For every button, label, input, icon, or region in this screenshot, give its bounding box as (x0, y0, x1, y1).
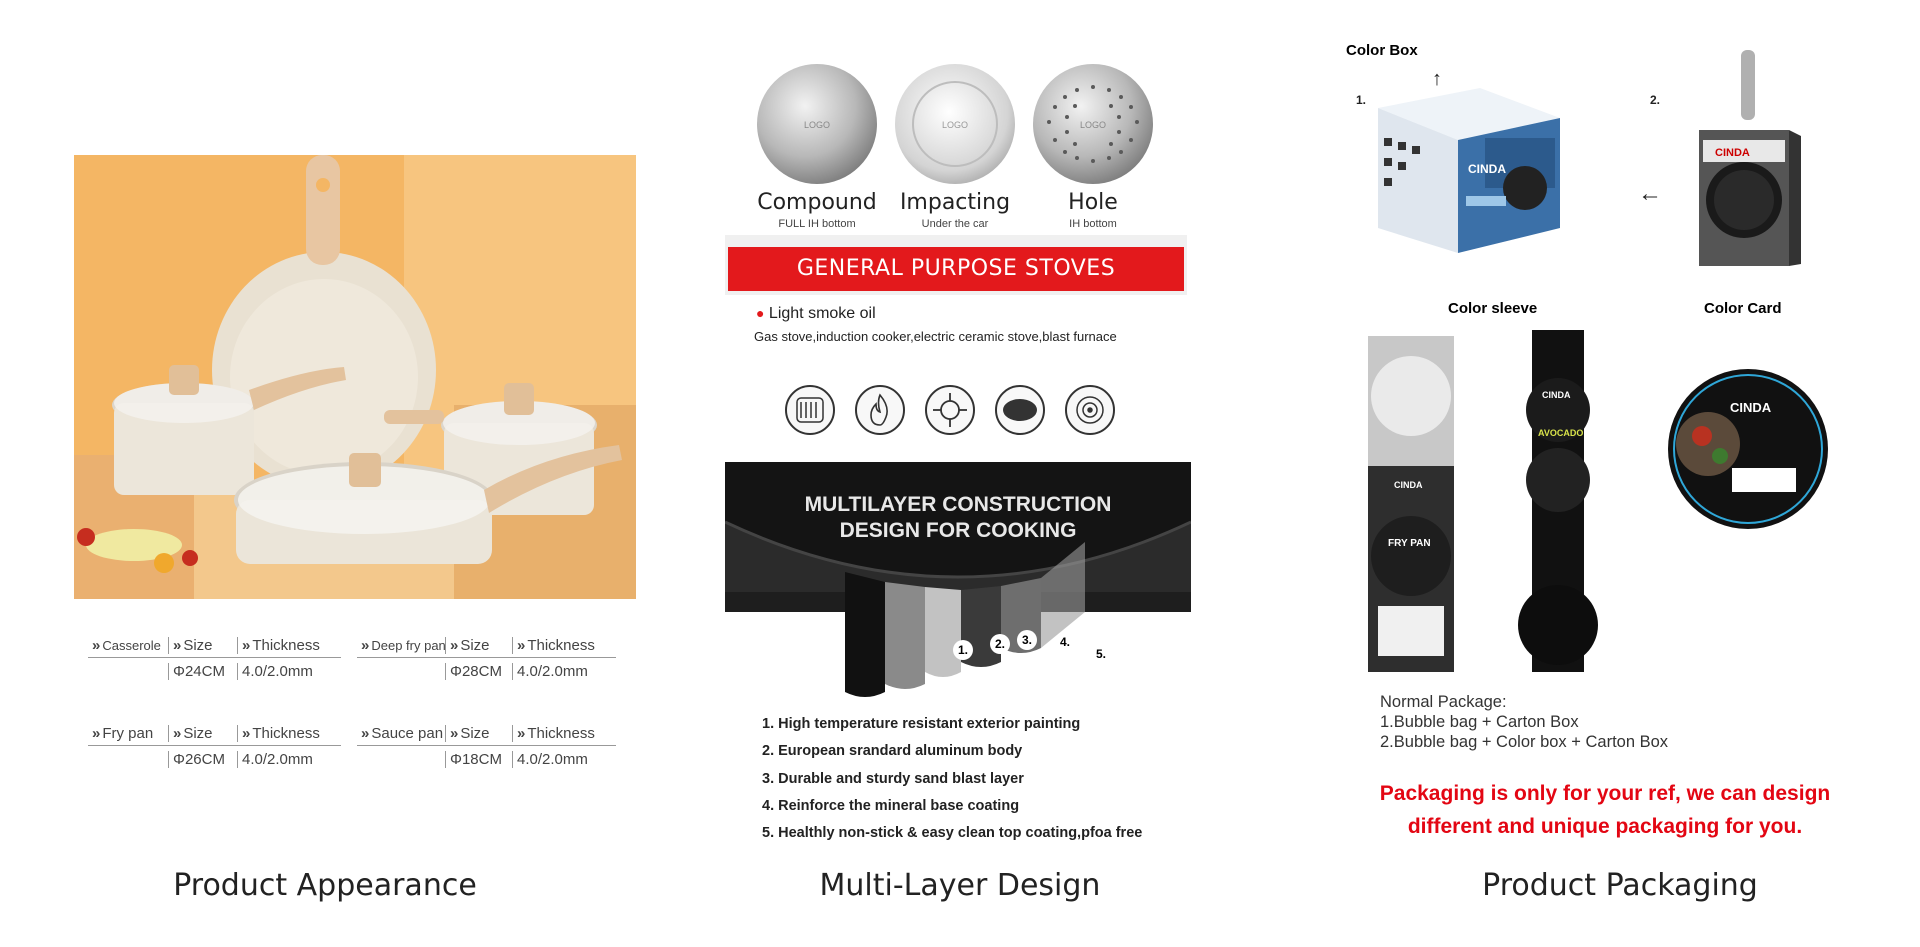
spec-deep-fry-pan: »Deep fry pan »Size »Thickness Φ28CM 4.0… (357, 630, 616, 684)
spec-thickness-label: Thickness (252, 637, 320, 654)
spec-thickness-value: 4.0/2.0mm (237, 662, 341, 680)
color-card-image: CINDA (1668, 369, 1828, 529)
construction-title-line-1: MULTILAYER CONSTRUCTION (804, 493, 1112, 516)
feature-item: 5. Healthly non-stick & easy clean top c… (762, 825, 1143, 841)
logo-placeholder: LOGO (942, 120, 968, 130)
color-card-label: Color Card (1704, 300, 1782, 317)
stove-types-note: Gas stove,induction cooker,electric cera… (754, 329, 1117, 344)
brand-logo: CINDA (1394, 480, 1423, 490)
cookware-set-photo (74, 155, 636, 599)
spec-size-label: Size (460, 725, 490, 742)
multi-layer-panel: LOGO LOGO LOGO Compound FULL IH bottom I… (700, 0, 1220, 947)
feature-item: 4. Reinforce the mineral base coating (762, 798, 1020, 814)
spec-size-value: Φ28CM (445, 662, 512, 680)
color-sleeve-black: AVOCADO CINDA (1518, 330, 1598, 672)
product-packaging-panel: Color Box 1. 2. ↑ ← CINDA CINDA Color sl… (1300, 0, 1920, 947)
layer-number: 4. (1055, 632, 1075, 652)
spec-thickness-value: 4.0/2.0mm (512, 750, 616, 768)
layer-number: 3. (1017, 630, 1037, 650)
spec-name: Casserole (102, 638, 161, 653)
spec-thickness-value: 4.0/2.0mm (512, 662, 616, 680)
feature-item: 2. European srandard aluminum body (762, 743, 1023, 759)
normal-package-option: 2.Bubble bag + Color box + Carton Box (1380, 733, 1669, 751)
gas-burner-icon (925, 385, 975, 435)
product-appearance-panel: »Casserole »Size »Thickness Φ24CM 4.0/2.… (0, 0, 650, 947)
spec-size-label: Size (183, 637, 213, 654)
spec-size-label: Size (460, 637, 490, 654)
spec-thickness-label: Thickness (527, 637, 595, 654)
arrow-left-icon: ← (1638, 180, 1662, 207)
color-sleeve-label: Color sleeve (1448, 300, 1538, 317)
color-box-label: Color Box (1346, 42, 1418, 59)
spec-thickness-label: Thickness (527, 725, 595, 742)
bottom-title-compound: Compound (757, 190, 877, 215)
appearance-caption: Product Appearance (173, 868, 477, 903)
layer-caption: Multi-Layer Design (819, 868, 1101, 903)
multilayer-construction-illustration: MULTILAYER CONSTRUCTION DESIGN FOR COOKI… (725, 462, 1191, 702)
brand-logo: CINDA (1468, 162, 1506, 176)
spec-sauce-pan: »Sauce pan »Size »Thickness Φ18CM 4.0/2.… (357, 718, 616, 772)
spec-size-label: Size (183, 725, 213, 742)
spec-thickness-label: Thickness (252, 725, 320, 742)
packaging-note-line-2: different and unique packaging for you. (1407, 815, 1803, 838)
brand-logo: CINDA (1542, 390, 1571, 400)
step-number: 1. (1356, 93, 1367, 107)
spec-fry-pan: »Fry pan »Size »Thickness Φ26CM 4.0/2.0m… (88, 718, 341, 772)
layer-number: 5. (1091, 644, 1111, 664)
bottom-title-impacting: Impacting (899, 190, 1011, 215)
step-number: 2. (1650, 93, 1661, 107)
spec-name: Fry pan (102, 725, 154, 742)
brand-logo: CINDA (1730, 400, 1772, 415)
logo-placeholder: LOGO (804, 120, 830, 130)
layer-number: 2. (990, 634, 1010, 654)
light-smoke-oil-note: ● Light smoke oil (756, 305, 876, 323)
sleeve-product-label: FRY PAN (1388, 538, 1431, 549)
spec-name: Deep fry pan (371, 638, 446, 653)
feature-item: 1. High temperature resistant exterior p… (762, 716, 1081, 732)
normal-package-option: 1.Bubble bag + Carton Box (1380, 713, 1579, 731)
oil-note-text: Light smoke oil (768, 305, 876, 322)
general-purpose-stoves-banner: GENERAL PURPOSE STOVES (728, 247, 1184, 291)
bottom-subtitle: Under the car (921, 218, 989, 230)
logo-placeholder: LOGO (1080, 120, 1106, 130)
spec-size-value: Φ26CM (168, 750, 237, 768)
packaging-caption: Product Packaging (1482, 868, 1758, 903)
normal-package-title: Normal Package: (1380, 693, 1507, 711)
construction-title: MULTILAYER CONSTRUCTION DESIGN FOR COOKI… (725, 492, 1191, 544)
ceramic-plate-icon (995, 385, 1045, 435)
color-box-image: CINDA (1378, 88, 1560, 253)
flame-icon (855, 385, 905, 435)
layer-number: 1. (953, 640, 973, 660)
bottom-subtitle: IH bottom (1069, 218, 1117, 230)
spec-name: Sauce pan (371, 725, 444, 742)
bottom-subtitle: FULL IH bottom (778, 218, 856, 230)
brand-logo: CINDA (1715, 147, 1750, 159)
pan-bottoms-illustration: LOGO LOGO LOGO (757, 64, 1153, 184)
packaging-note: Packaging is only for your ref, we can d… (1370, 777, 1840, 843)
arrow-up-icon: ↑ (1432, 68, 1442, 90)
hotplate-icon (1065, 385, 1115, 435)
spec-thickness-value: 4.0/2.0mm (237, 750, 341, 768)
induction-coil-icon (785, 385, 835, 435)
spec-casserole: »Casserole »Size »Thickness Φ24CM 4.0/2.… (88, 630, 341, 684)
color-sleeve-grey: FRY PAN CINDA (1368, 336, 1454, 672)
spec-size-value: Φ24CM (168, 662, 237, 680)
spec-size-value: Φ18CM (445, 750, 512, 768)
bullet-icon: ● (756, 305, 765, 321)
feature-item: 3. Durable and sturdy sand blast layer (762, 771, 1024, 787)
construction-title-line-2: DESIGN FOR COOKING (839, 519, 1077, 542)
sleeve-product-label: AVOCADO (1538, 428, 1583, 438)
pan-color-box-image: CINDA (1699, 50, 1801, 266)
packaging-note-line-1: Packaging is only for your ref, we can d… (1379, 782, 1831, 805)
bottom-title-hole: Hole (1068, 190, 1118, 215)
